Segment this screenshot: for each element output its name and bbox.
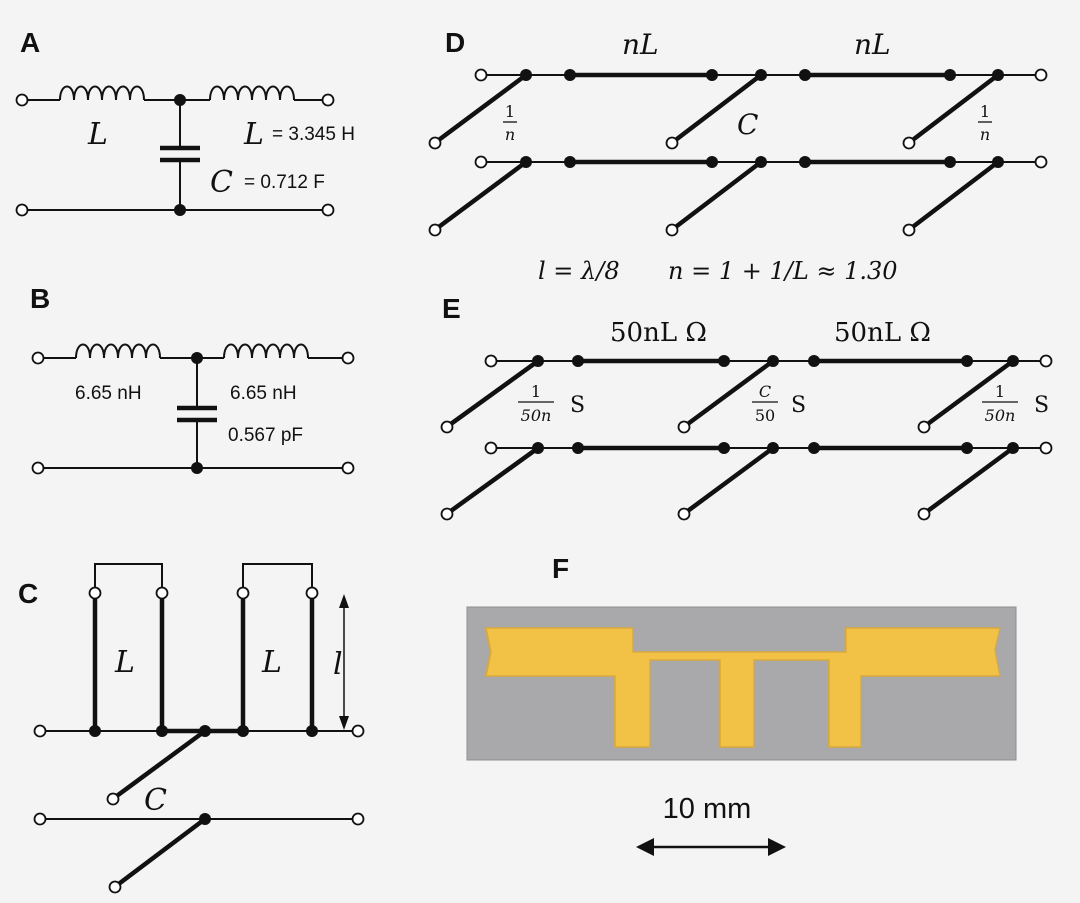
capacitor-stub — [112, 729, 207, 800]
svg-text:n: n — [505, 125, 515, 144]
line-label: nL — [854, 28, 891, 61]
terminal — [108, 880, 122, 894]
stub — [446, 359, 540, 428]
stub — [908, 73, 1000, 144]
panel-c: C — [18, 563, 365, 894]
length-symbol: l — [333, 647, 343, 682]
svg-text:50n: 50n — [985, 406, 1016, 425]
panel-b-label: B — [30, 283, 50, 314]
stub-admittance-left: 1 50n S — [518, 382, 585, 425]
stub — [923, 359, 1015, 428]
panel-a: A L L = 3.345 H C = 0.712 F — [15, 27, 355, 217]
n-equation: n = 1 + 1/L ≈ 1.30 — [668, 257, 898, 285]
inductor-left-coil — [75, 343, 161, 359]
panel-b: B 6.65 nH 6.65 nH 0.567 pF — [30, 283, 355, 475]
svg-text:1: 1 — [995, 382, 1005, 401]
stub-fraction-right: 1 n — [978, 102, 992, 144]
terminal — [305, 586, 319, 600]
inductor-left-coil — [59, 85, 145, 101]
terminal — [33, 812, 47, 826]
stub-loop-right — [242, 563, 313, 593]
terminal — [341, 351, 355, 365]
capacitor-symbol: C — [737, 108, 758, 141]
terminal — [31, 351, 45, 365]
terminal — [106, 792, 120, 806]
svg-text:1: 1 — [505, 102, 515, 121]
terminal — [321, 93, 335, 107]
panel-c-label: C — [18, 578, 38, 609]
wavelength-equation: l = λ/8 — [538, 257, 620, 285]
scale-bar — [636, 838, 786, 856]
terminal — [88, 586, 102, 600]
panel-e-label: E — [442, 293, 461, 324]
svg-text:S: S — [1034, 393, 1049, 418]
stub-loop-left — [94, 563, 163, 593]
terminal — [341, 461, 355, 475]
svg-text:50n: 50n — [521, 406, 552, 425]
panel-d: D nL nL 1 — [428, 27, 1048, 285]
scale-label: 10 mm — [663, 793, 752, 825]
stub — [434, 73, 528, 144]
panel-f-label: F — [552, 553, 569, 584]
impedance-label: 50nL Ω — [834, 318, 931, 348]
capacitance-value: 0.567 pF — [228, 425, 303, 446]
copper-trace — [485, 627, 1001, 748]
capacitance-value: = 0.712 F — [244, 172, 325, 193]
inductor-symbol: L — [243, 117, 264, 152]
capacitor-symbol: C — [210, 165, 233, 200]
terminal — [236, 586, 250, 600]
terminal — [351, 724, 365, 738]
terminal — [31, 461, 45, 475]
inductance-value-right: 6.65 nH — [230, 383, 297, 404]
panel-a-label: A — [20, 27, 40, 58]
inductor-right-coil — [209, 85, 295, 101]
terminal — [351, 812, 365, 826]
stub-admittance-middle: C 50 S — [752, 382, 806, 425]
svg-text:50: 50 — [755, 406, 775, 425]
stub — [683, 359, 775, 428]
panel-d-label: D — [445, 27, 465, 58]
svg-text:S: S — [791, 393, 806, 418]
capacitor-symbol: C — [144, 783, 167, 818]
panel-f: F 10 mm — [466, 553, 1017, 856]
svg-text:1: 1 — [531, 382, 541, 401]
inductor-symbol-left: L — [114, 645, 135, 680]
terminal — [321, 203, 335, 217]
svg-text:S: S — [570, 393, 585, 418]
inductance-value: = 3.345 H — [272, 124, 355, 145]
panel-a-circuit — [15, 85, 335, 217]
line-label: nL — [622, 28, 659, 61]
svg-text:1: 1 — [980, 102, 990, 121]
svg-text:n: n — [980, 125, 990, 144]
stub-admittance-right: 1 50n S — [982, 382, 1049, 425]
panel-e: E 50nL Ω 50nL Ω — [440, 293, 1053, 521]
stub-fraction-left: 1 n — [503, 102, 517, 144]
inductor-symbol: L — [87, 117, 108, 152]
terminal — [155, 586, 169, 600]
stub — [671, 73, 763, 144]
svg-text:C: C — [759, 382, 771, 401]
inductor-symbol-right: L — [261, 645, 282, 680]
length-arrow — [339, 594, 349, 730]
inductor-right-coil — [223, 343, 309, 359]
impedance-label: 50nL Ω — [610, 318, 707, 348]
terminal — [33, 724, 47, 738]
terminal — [15, 93, 29, 107]
inductance-value-left: 6.65 nH — [75, 383, 142, 404]
terminal — [15, 203, 29, 217]
